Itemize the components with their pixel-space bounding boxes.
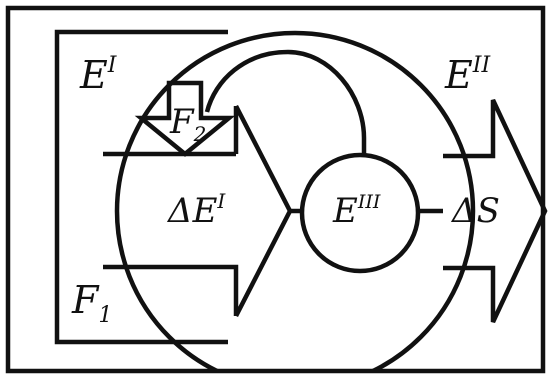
inner-circle <box>299 152 421 274</box>
label-e3: EIII <box>332 191 381 231</box>
f2-down-arrow <box>134 80 236 157</box>
label-f1: F1 <box>71 278 112 328</box>
label-delta-s: ΔS <box>450 191 500 231</box>
left-bracket <box>54 29 228 345</box>
label-f2: F2 <box>169 102 206 146</box>
label-e2: EII <box>444 53 491 97</box>
feedback-arc <box>204 49 367 155</box>
label-delta-e1: ΔEI <box>166 189 226 231</box>
output-arrow <box>443 99 548 323</box>
main-circle <box>114 30 476 369</box>
label-e1: EI <box>79 53 118 97</box>
outer-frame <box>5 5 546 374</box>
